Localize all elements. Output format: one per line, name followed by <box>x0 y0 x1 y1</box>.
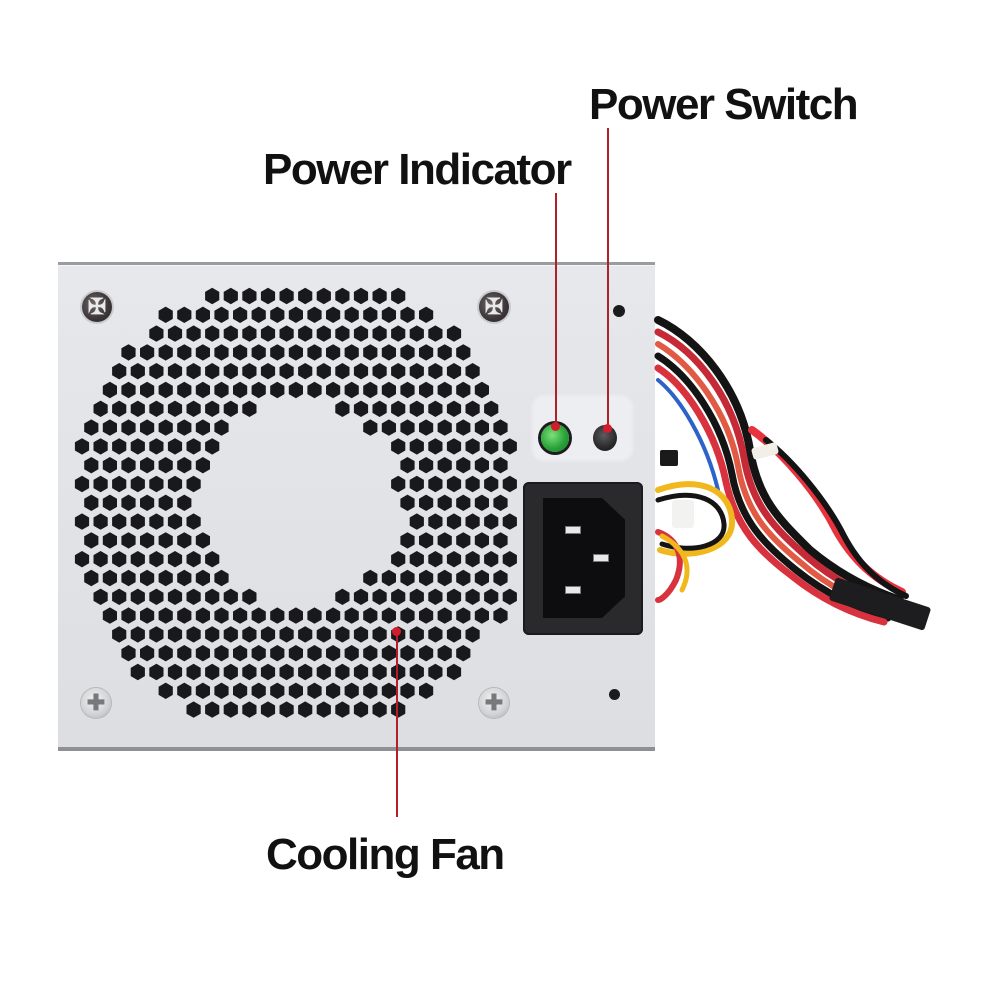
small-connector <box>672 500 694 528</box>
power-indicator-label: Power Indicator <box>263 145 572 194</box>
cooling-fan-label: Cooling Fan <box>266 830 505 879</box>
output-cable-bundle <box>654 316 931 631</box>
atx-connector <box>829 577 931 631</box>
cooling-fan-leader-dot <box>392 627 401 636</box>
cooling-fan-grill <box>74 287 517 718</box>
mounting-hole-top <box>613 305 625 317</box>
cable-tie <box>751 442 779 460</box>
screw-top-left-icon: ✠ <box>82 292 112 322</box>
power-switch-leader-dot <box>603 424 612 433</box>
mounting-hole-bottom <box>609 689 620 700</box>
screw-bottom-right-icon: ✚ <box>479 688 509 718</box>
power-switch-leader-line <box>607 128 609 428</box>
power-switch-label: Power Switch <box>589 80 859 129</box>
ac-power-inlet <box>523 482 643 635</box>
power-indicator-leader-dot <box>551 422 560 431</box>
screw-bottom-left-icon: ✚ <box>81 688 111 718</box>
inlet-pin-live <box>565 526 581 534</box>
inlet-pin-earth <box>593 554 609 562</box>
power-indicator-leader-line <box>555 193 557 427</box>
screw-top-right-icon: ✠ <box>479 292 509 322</box>
inlet-pin-neutral <box>565 586 581 594</box>
ac-inlet-recess <box>543 498 625 618</box>
cooling-fan-leader-line <box>396 632 398 817</box>
